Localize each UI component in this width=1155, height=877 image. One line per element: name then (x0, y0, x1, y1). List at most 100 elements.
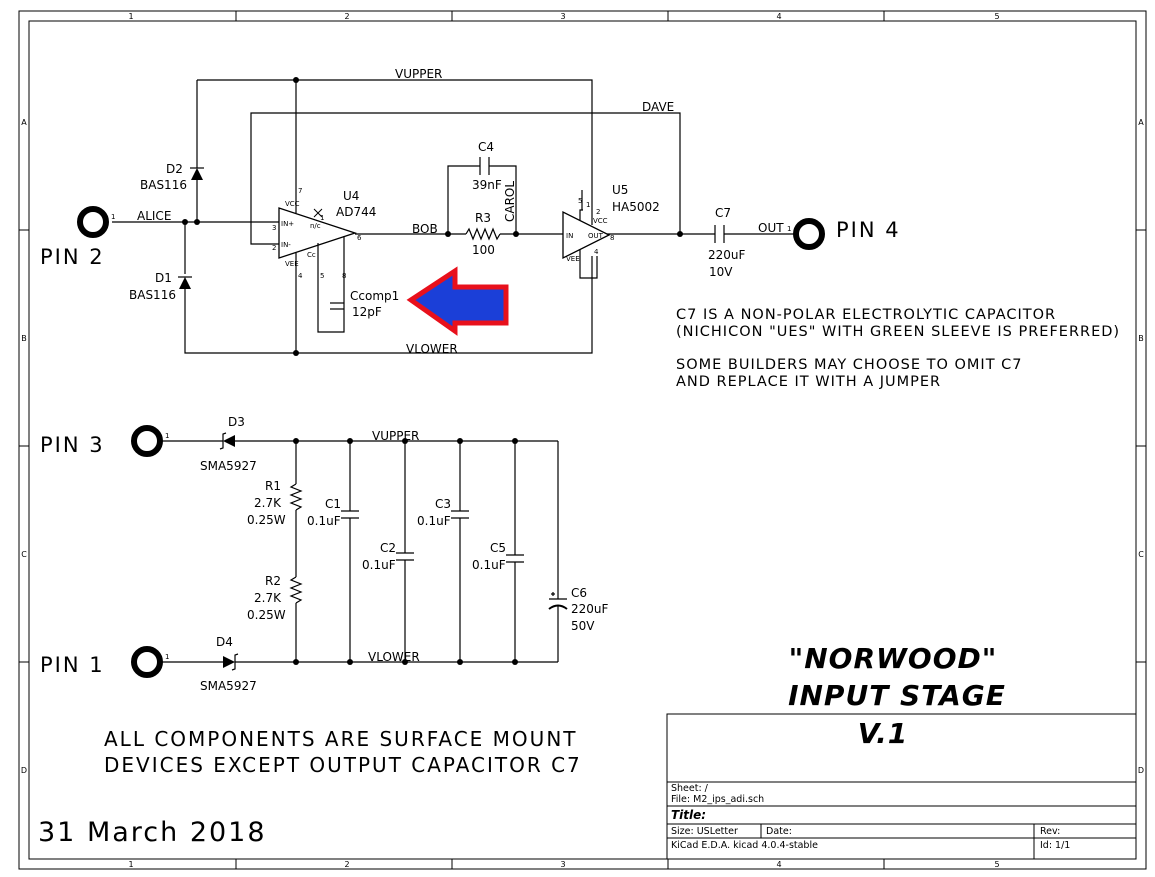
u4-ref: U4 (343, 189, 359, 203)
net-label-vupper: VUPPER (372, 429, 419, 443)
tb-date: Date: (766, 826, 792, 837)
row-label: A (21, 118, 27, 127)
col-label: 4 (776, 860, 781, 869)
d1-value: BAS116 (129, 288, 176, 302)
u4-value: AD744 (336, 205, 376, 219)
r2-ref: R2 (265, 574, 281, 588)
net-label-bob: BOB (412, 222, 438, 236)
net-label-vupper: VUPPER (395, 67, 442, 81)
buffer-u5: VCC IN OUT VEE 1 2 4 5 8 (562, 197, 614, 263)
smd-note-line1: ALL COMPONENTS ARE SURFACE MOUNT (104, 727, 578, 751)
c7-ref: C7 (715, 206, 731, 220)
tb-rev: Rev: (1040, 826, 1060, 837)
net-label-dave: DAVE (642, 100, 674, 114)
tb-file: File: M2_ips_adi.sch (671, 794, 764, 805)
col-label: 1 (128, 860, 133, 869)
zener-d3 (219, 432, 235, 450)
capacitor-c7 (714, 225, 725, 243)
col-label: 2 (344, 860, 349, 869)
title-block: Sheet: / File: M2_ips_adi.sch Title: Siz… (666, 713, 1137, 860)
bottom-circuit-wires (162, 440, 559, 663)
top-junctions (182, 77, 683, 356)
no-connect-icon (313, 208, 323, 218)
resistor-r2 (289, 576, 303, 604)
col-label: 4 (776, 12, 781, 21)
net-label-out: OUT (758, 221, 784, 235)
row-label: D (21, 766, 27, 775)
tb-size: Size: USLetter (671, 826, 738, 837)
r1-ref: R1 (265, 479, 281, 493)
bottom-junctions (293, 438, 518, 665)
d3-value: SMA5927 (200, 459, 257, 473)
connector-pin1[interactable]: 1 (131, 646, 169, 678)
capacitor-c1 (341, 510, 359, 519)
c2-ref: C2 (380, 541, 396, 555)
col-label: 5 (994, 12, 999, 21)
u4-pin-in-plus: IN+ (281, 220, 294, 228)
title-art-line2: INPUT STAGE (788, 679, 1006, 712)
connector-pin3[interactable]: 1 (131, 425, 169, 457)
connector-pin2[interactable]: 1 (77, 206, 115, 238)
row-label: B (21, 334, 27, 343)
tb-title: Title: (671, 808, 706, 822)
ccomp1-value: 12pF (352, 305, 382, 319)
diode-d1 (178, 276, 192, 289)
d1-ref: D1 (155, 271, 172, 285)
pin1-label: PIN 1 (40, 653, 105, 677)
resistor-r3 (465, 227, 501, 241)
c6-ref: C6 (571, 586, 587, 600)
u4-pin-vee: VEE (285, 260, 299, 268)
u5-value: HA5002 (612, 200, 660, 214)
c1-ref: C1 (325, 497, 341, 511)
r3-ref: R3 (475, 211, 491, 225)
r1-rating: 0.25W (247, 513, 286, 527)
u4-pin-7: 7 (298, 187, 302, 195)
u5-pin-8: 8 (610, 234, 614, 242)
col-label: 5 (994, 860, 999, 869)
connector-pin4[interactable]: 1 (787, 218, 825, 250)
tb-tool: KiCad E.D.A. kicad 4.0.4-stable (671, 840, 818, 851)
highlight-arrow-icon (406, 266, 509, 336)
row-label: C (21, 550, 27, 559)
zener-d4 (223, 653, 239, 671)
d4-ref: D4 (216, 635, 233, 649)
pin2-label: PIN 2 (40, 245, 105, 269)
top-circuit-wires (112, 79, 795, 354)
d4-value: SMA5927 (200, 679, 257, 693)
u4-pin-4: 4 (298, 272, 303, 280)
capacitor-c5 (506, 554, 524, 563)
u4-pin-cc: Cc (307, 251, 316, 259)
opamp-u4: VCC IN+ IN- VEE n/c Cc 3 2 6 7 4 1 5 8 (272, 187, 362, 280)
diode-d2 (190, 167, 204, 180)
u5-pin-1: 1 (586, 201, 590, 209)
u5-pin-in: IN (566, 232, 573, 240)
u4-pin-5: 5 (320, 272, 324, 280)
c6-rating: 50V (571, 619, 595, 633)
c3-value: 0.1uF (417, 514, 451, 528)
c7-note-line3: SOME BUILDERS MAY CHOOSE TO OMIT C7 (676, 357, 1023, 373)
net-label-vlower: VLOWER (406, 342, 458, 356)
u5-pin-vee: VEE (566, 255, 580, 263)
u4-pin-6: 6 (357, 234, 362, 242)
u5-pin-4: 4 (594, 248, 599, 256)
capacitor-c6-polarized (548, 592, 568, 610)
col-label: 2 (344, 12, 349, 21)
u4-pin-2: 2 (272, 244, 276, 252)
c1-value: 0.1uF (307, 514, 341, 528)
u4-pin-1: 1 (320, 214, 324, 222)
c2-value: 0.1uF (362, 558, 396, 572)
capacitor-c2 (396, 552, 414, 561)
u4-pin-in-minus: IN- (281, 241, 291, 249)
c7-note-line1: C7 IS A NON-POLAR ELECTROLYTIC CAPACITOR (676, 307, 1056, 323)
sheet-border: 1 2 3 4 5 1 2 3 4 5 A B C D A B C D (18, 10, 1147, 870)
col-label: 1 (128, 12, 133, 21)
smd-note-line2: DEVICES EXCEPT OUTPUT CAPACITOR C7 (104, 753, 582, 777)
resistor-r1 (289, 483, 303, 511)
pin-number: 1 (111, 213, 115, 221)
capacitor-c3 (451, 510, 469, 519)
u5-ref: U5 (612, 183, 628, 197)
col-label: 3 (560, 860, 565, 869)
r3-value: 100 (472, 243, 495, 257)
schematic-date: 31 March 2018 (38, 817, 267, 848)
